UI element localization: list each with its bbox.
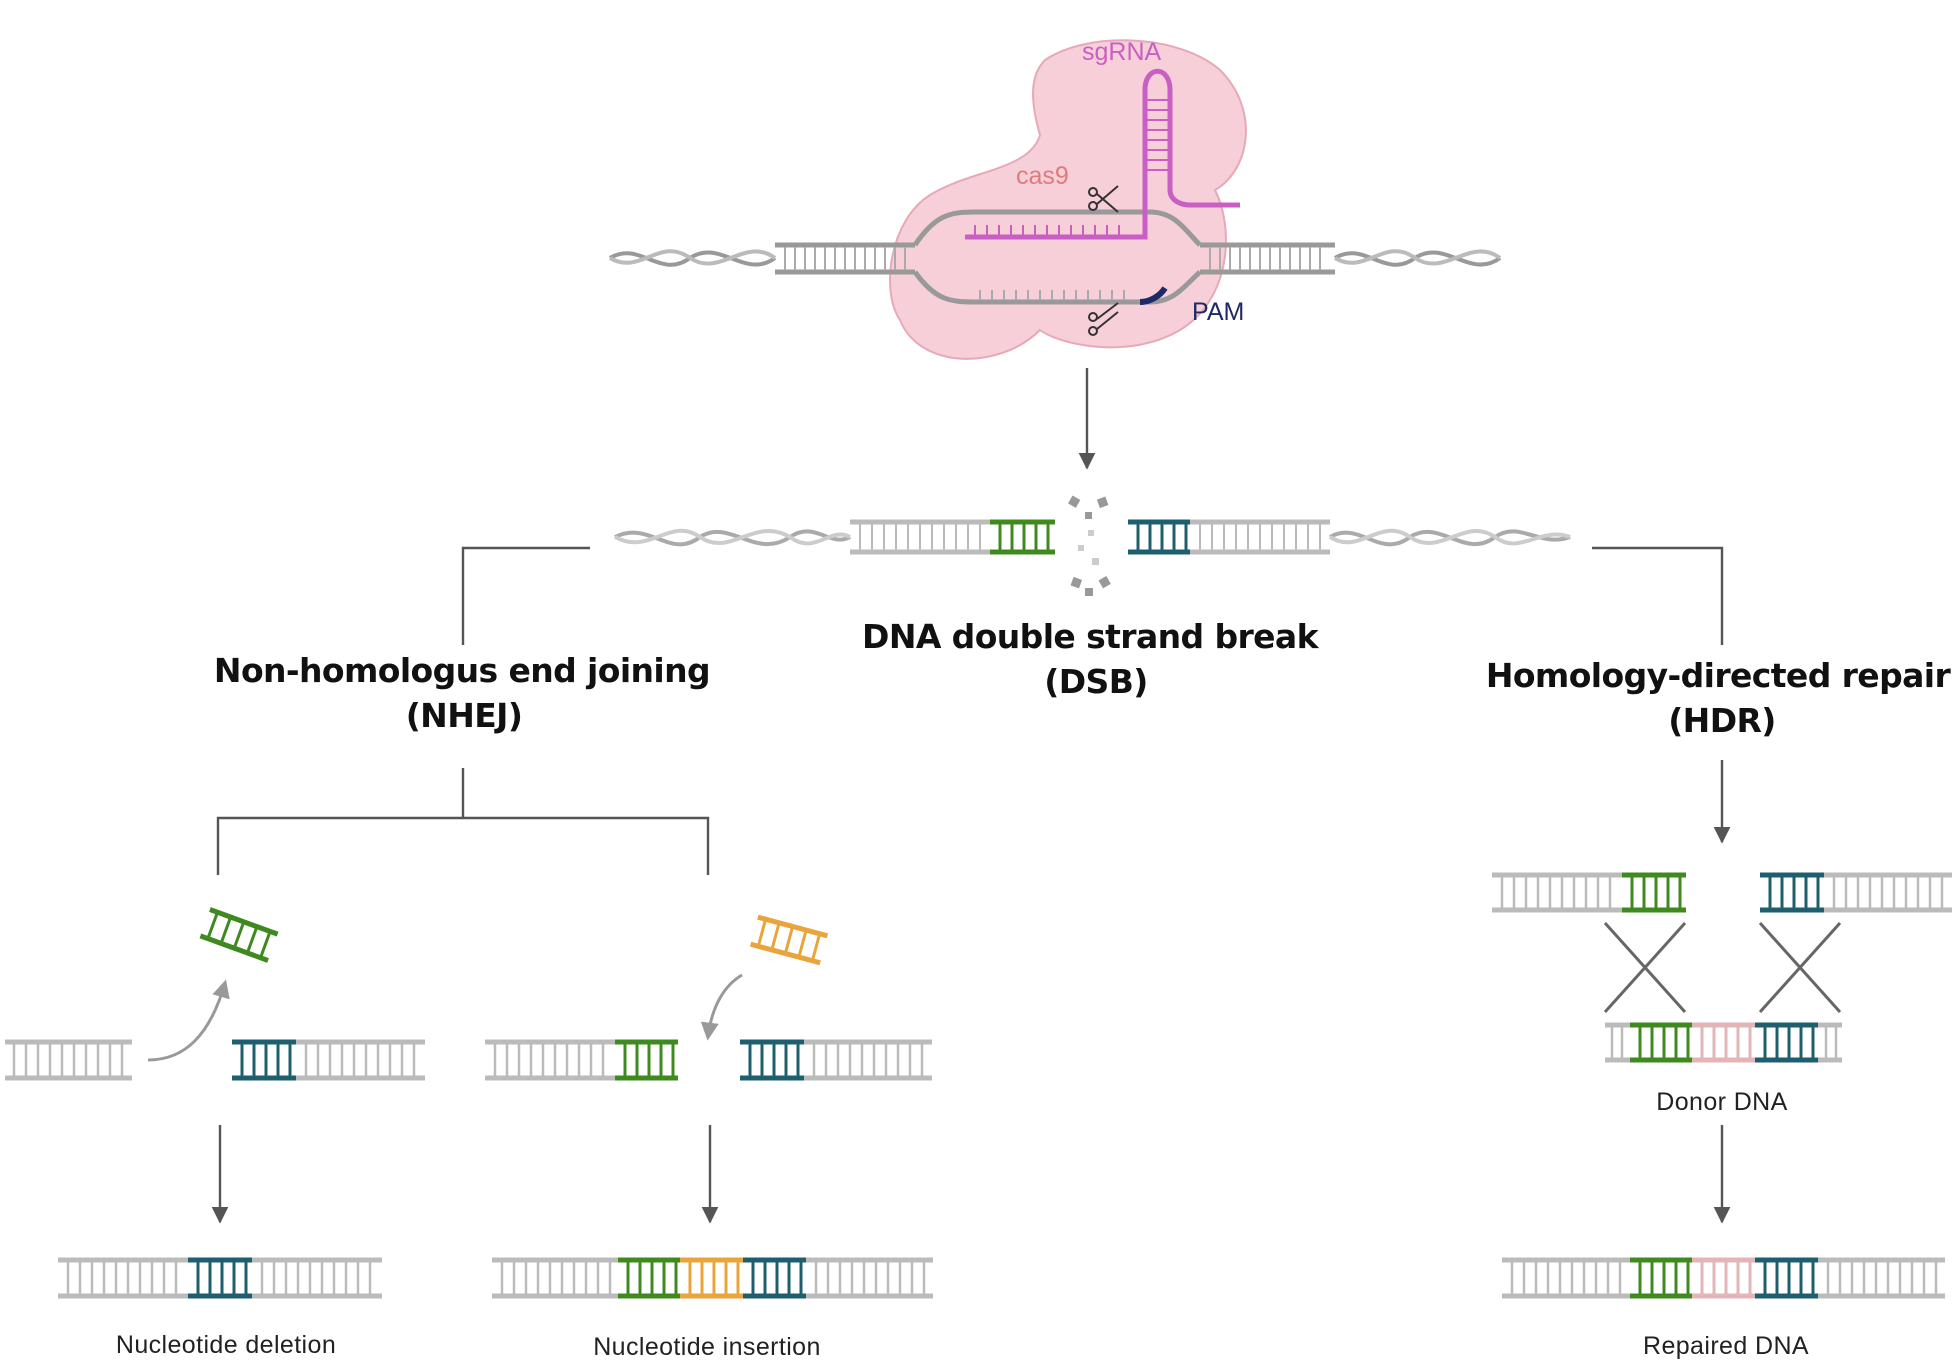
- nhej-subtitle: (NHEJ): [406, 696, 523, 735]
- insertion-arrow: [700, 973, 743, 1041]
- insertion-caption: Nucleotide insertion: [593, 1333, 821, 1361]
- deletion-caption: Nucleotide deletion: [116, 1331, 336, 1359]
- dsb-subtitle: (DSB): [1044, 662, 1147, 701]
- nhej-title: Non-homologus end joining: [214, 651, 710, 690]
- hdr-title: Homology-directed repair: [1486, 656, 1952, 695]
- donor-dna: [1605, 1022, 1842, 1063]
- dsb-dna: [614, 495, 1571, 596]
- sgrna-label: sgRNA: [1082, 38, 1162, 66]
- top-dna-helix: [608, 209, 1502, 305]
- dsb-title: DNA double strand break: [862, 617, 1320, 656]
- hdr-panel: Donor DNA Repaired DNA: [1492, 760, 1952, 1360]
- cas9-complex: sgRNA cas9 PAM: [608, 38, 1502, 360]
- connector-nhej: [461, 546, 590, 645]
- pam-label: PAM: [1192, 298, 1244, 326]
- pam-segment: [1139, 286, 1168, 305]
- donor-caption: Donor DNA: [1656, 1088, 1787, 1116]
- scissors-icon: [1088, 185, 1119, 213]
- nhej-branch-connector: [216, 768, 710, 875]
- hdr-subtitle: (HDR): [1668, 701, 1776, 740]
- excision-arrow: [147, 979, 230, 1062]
- cas9-label: cas9: [1016, 162, 1069, 190]
- connector-hdr: [1592, 546, 1724, 645]
- sgrna-strand: [965, 68, 1240, 240]
- repaired-dna: [1502, 1257, 1945, 1299]
- scissors-icon: [1088, 302, 1119, 336]
- insertion-panel: Nucleotide insertion: [485, 914, 933, 1361]
- repaired-caption: Repaired DNA: [1643, 1332, 1809, 1360]
- deletion-panel: Nucleotide deletion: [5, 907, 425, 1359]
- crossover-lines: [1603, 921, 1842, 1014]
- break-fragments: [1068, 495, 1111, 596]
